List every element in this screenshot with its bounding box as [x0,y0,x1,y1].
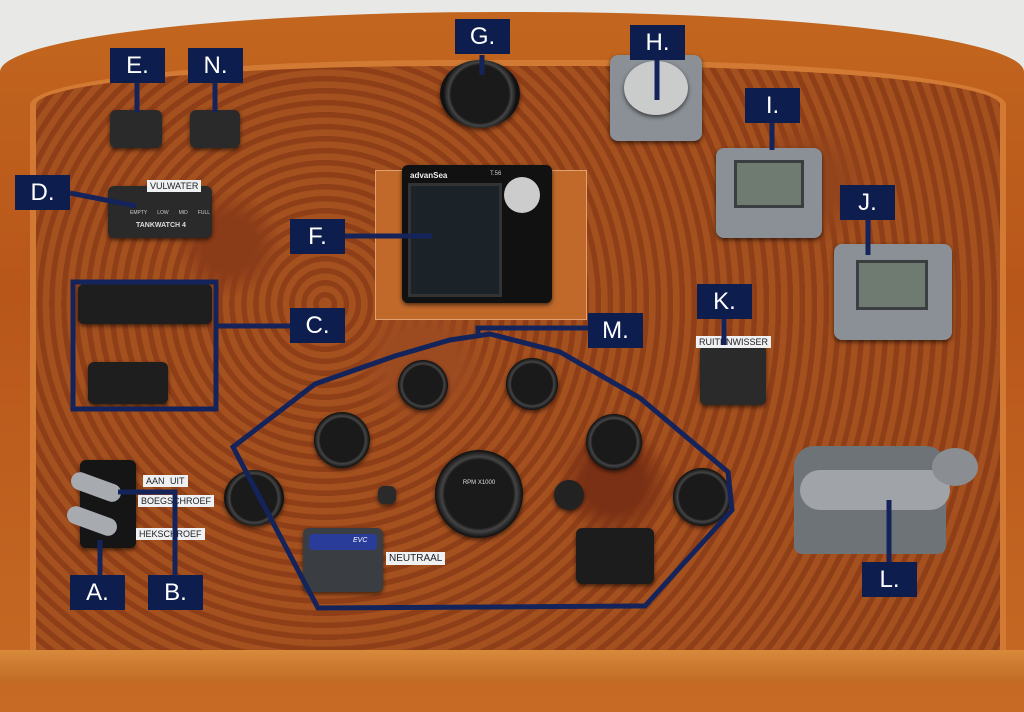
label-g: G. [455,19,510,54]
tag-hekschroef: HEKSCHROEF [136,528,205,540]
label-k: K. [697,284,752,319]
switch-n[interactable] [190,110,240,148]
throttle-knob[interactable] [932,448,978,486]
label-l: L. [862,562,917,597]
label-h: H. [630,25,685,60]
evc-panel[interactable]: EVC [303,528,383,592]
tag-neutraal: NEUTRAAL [386,552,446,565]
gauge-3 [314,412,370,468]
label-b: B. [148,575,203,610]
label-c: C. [290,308,345,343]
leaders-short [134,55,892,562]
leader-m [475,325,588,334]
small-switch[interactable] [378,486,396,504]
label-a: A. [70,575,125,610]
gauge-2 [506,358,558,410]
leader-d [69,190,137,209]
instrument-j [834,244,952,340]
plotter-brand: advanSea [410,171,448,180]
level-mid: MID [178,210,188,216]
dashboard-edge [0,650,1024,683]
label-n: N. [188,48,243,83]
wiper-control[interactable] [700,345,766,405]
label-d: D. [15,175,70,210]
switch-e[interactable] [110,110,162,148]
tag-uit: UIT [167,475,188,487]
group-c-outline [70,279,219,412]
switch-row-top[interactable] [78,284,212,324]
plotter-model: T.56 [490,171,502,177]
level-empty: EMPTY [130,210,148,216]
label-m: M. [588,313,643,348]
label-f: F. [290,219,345,254]
throttle-lever[interactable] [800,470,950,510]
label-j: J. [840,185,895,220]
gauge-1 [398,360,448,410]
instrument-i [716,148,822,238]
gauge-5 [224,470,284,526]
level-low: LOW [157,210,169,216]
rudder-indicator [576,528,654,584]
buzzer [554,480,584,510]
switch-row-bottom[interactable] [88,362,168,404]
label-i: I. [745,88,800,123]
annotation-lines [69,55,892,611]
evc-brand: EVC [353,537,368,544]
leaders-ab [97,489,178,575]
tacho-unit: RPM X1000 [462,480,496,486]
tachometer: RPM X1000 [435,450,523,538]
tank-monitor: EMPTY LOW MID FULL TANKWATCH 4 [108,186,212,238]
gauge-6 [673,468,731,526]
plotter-dpad[interactable] [504,177,540,213]
tank-brand: TANKWATCH 4 [136,222,186,229]
tag-aan: AAN [143,475,168,487]
label-e: E. [110,48,165,83]
level-full: FULL [197,210,211,216]
gauge-4 [586,414,642,470]
group-m-outline [229,331,735,611]
tag-vulwater: VULWATER [147,180,202,192]
tag-ruitenwisser: RUITENWISSER [696,336,772,348]
